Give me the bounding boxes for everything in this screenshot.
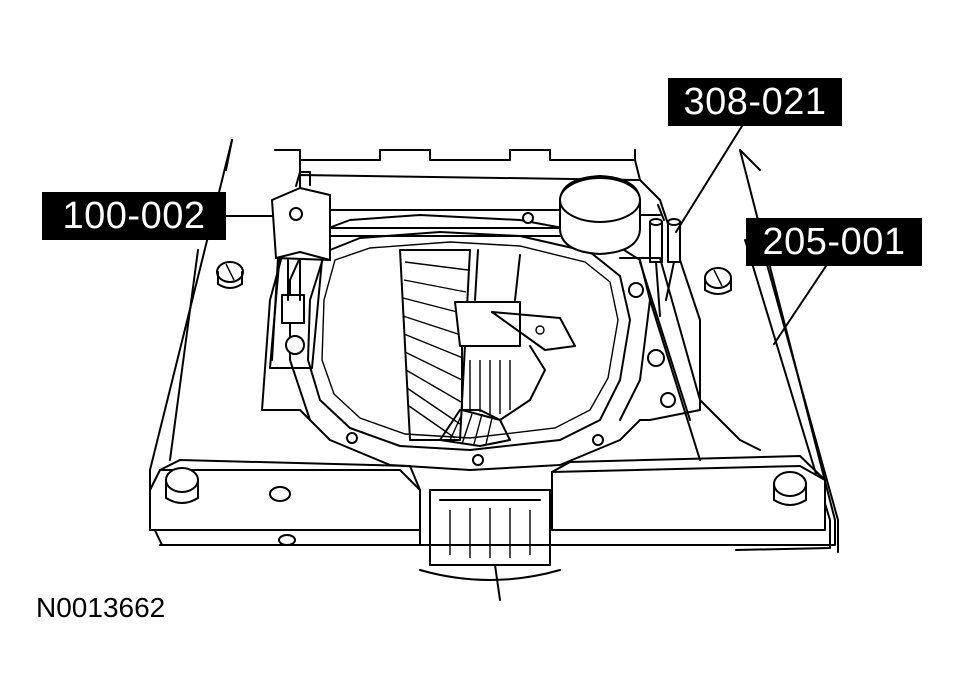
callout-100-002: 100-002	[42, 192, 226, 240]
callout-205-001: 205-001	[746, 218, 922, 266]
right-guide-rail	[619, 257, 761, 461]
bottom-clamp-right	[551, 455, 826, 546]
callout-308-021: 308-021	[668, 78, 842, 126]
ring-gear-teeth	[399, 249, 521, 441]
figure-id: N0013662	[36, 592, 166, 623]
magnetic-base-posts	[649, 204, 681, 317]
bottom-clamp-left	[149, 459, 421, 546]
mounting-studs	[216, 261, 732, 295]
dial-indicator	[329, 175, 661, 255]
pinion-yoke	[419, 489, 561, 601]
differential-case	[439, 301, 576, 447]
dial-indicator-bracket	[269, 171, 331, 369]
